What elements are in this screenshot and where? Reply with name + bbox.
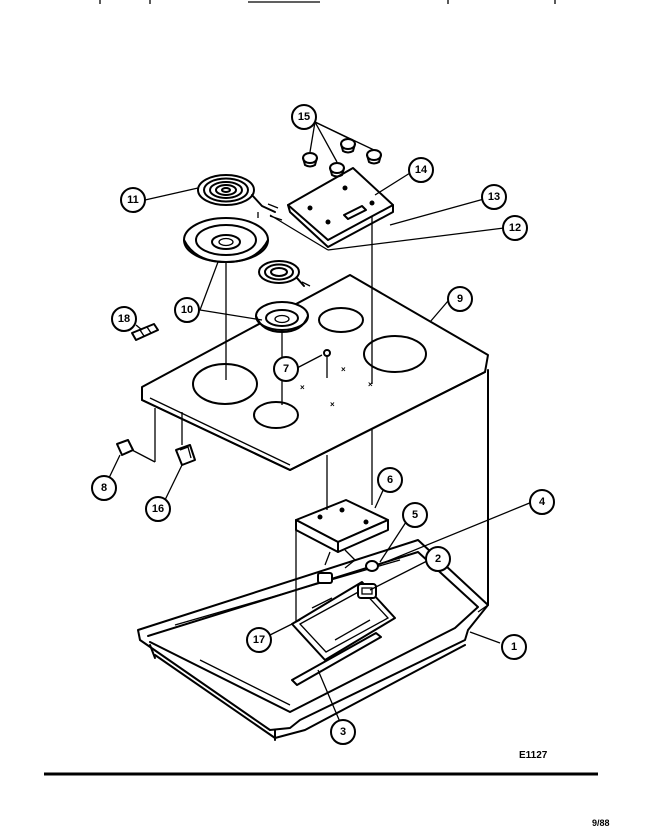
control-panel-14 — [287, 167, 394, 248]
svg-text:10: 10 — [181, 304, 193, 316]
callout-16: 16 — [145, 496, 171, 522]
callout-13: 13 — [481, 184, 507, 210]
svg-text:2: 2 — [435, 553, 441, 565]
strip-3 — [291, 632, 382, 686]
callout-10: 10 — [174, 297, 200, 323]
top-edge-marks — [99, 0, 556, 4]
svg-text:×: × — [300, 383, 305, 392]
callout-1: 1 — [501, 634, 527, 660]
svg-text:7: 7 — [283, 363, 289, 375]
surface-element-large — [197, 174, 283, 221]
clip-16 — [175, 444, 196, 466]
svg-text:4: 4 — [539, 496, 546, 508]
callout-4: 4 — [529, 489, 555, 515]
svg-text:13: 13 — [488, 191, 500, 203]
callout-18: 18 — [111, 306, 137, 332]
screw-7 — [323, 349, 331, 357]
leader-lines — [107, 121, 533, 723]
mounting-plate-6 — [295, 499, 389, 569]
svg-text:14: 14 — [415, 164, 428, 176]
callout-15: 15 — [291, 104, 317, 130]
knob-1 — [302, 152, 318, 168]
svg-text:×: × — [368, 380, 373, 389]
knobs-15 — [302, 138, 382, 178]
svg-text:17: 17 — [253, 634, 265, 646]
callout-12: 12 — [502, 215, 528, 241]
callout-2: 2 — [425, 546, 451, 572]
cooktop-9: × × × × — [141, 274, 489, 471]
knob-2 — [329, 162, 345, 178]
svg-text:16: 16 — [152, 503, 164, 515]
knob-3 — [340, 138, 356, 154]
svg-text:8: 8 — [101, 482, 107, 494]
surface-element-small — [258, 260, 311, 287]
callout-11: 11 — [120, 187, 146, 213]
callout-17: 17 — [246, 627, 272, 653]
page-date: 9/88 — [592, 818, 610, 828]
clip-18 — [131, 323, 159, 341]
callout-3: 3 — [330, 719, 356, 745]
svg-text:6: 6 — [387, 474, 393, 486]
svg-text:11: 11 — [127, 194, 139, 206]
svg-text:5: 5 — [412, 509, 418, 521]
svg-text:9: 9 — [457, 293, 463, 305]
svg-text:15: 15 — [298, 111, 310, 123]
callout-7: 7 — [273, 356, 299, 382]
svg-text:18: 18 — [118, 313, 130, 325]
clip-8 — [116, 439, 134, 456]
svg-text:3: 3 — [340, 726, 346, 738]
bracket-17 — [291, 581, 396, 661]
knob-4 — [366, 149, 382, 165]
drip-pan-small — [255, 301, 309, 333]
svg-text:×: × — [330, 400, 335, 409]
part-5-and-2 — [317, 560, 379, 599]
callout-8: 8 — [91, 475, 117, 501]
drip-pan-large — [183, 217, 269, 263]
callout-9: 9 — [447, 286, 473, 312]
diagram-code: E1127 — [519, 750, 548, 761]
svg-text:12: 12 — [509, 222, 521, 234]
callout-5: 5 — [402, 502, 428, 528]
svg-text:×: × — [341, 365, 346, 374]
svg-text:1: 1 — [511, 641, 517, 653]
callout-14: 14 — [408, 157, 434, 183]
callout-6: 6 — [377, 467, 403, 493]
cabinet-side-lines — [295, 369, 489, 625]
drop-lines — [131, 203, 373, 510]
